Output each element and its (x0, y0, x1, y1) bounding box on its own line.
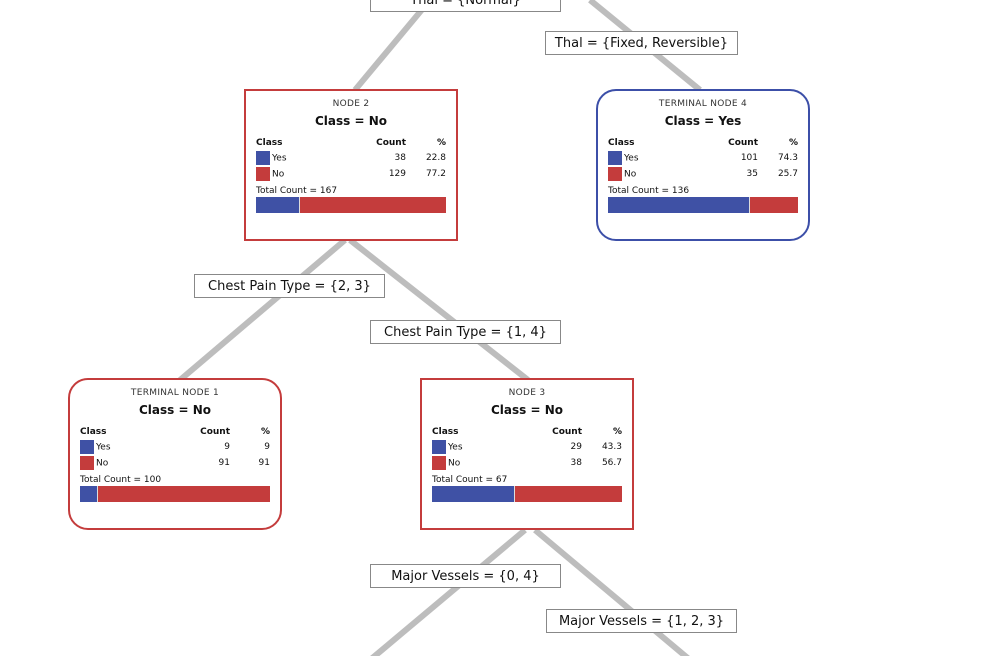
yes-swatch-icon (432, 440, 446, 454)
class-label: Yes (448, 442, 463, 453)
no-swatch-icon (608, 167, 622, 181)
total-count: Total Count = 167 (256, 186, 338, 196)
class-label: No (272, 169, 285, 180)
table-row: No 38 56.7 (432, 455, 622, 471)
class-label: Yes (272, 153, 287, 164)
no-swatch-icon (80, 456, 94, 470)
table-row: Yes 38 22.8 (256, 150, 446, 166)
class-label: Yes (624, 153, 639, 164)
bar-yes (80, 486, 99, 502)
edge (370, 527, 527, 656)
class-label: No (96, 458, 109, 469)
terminal-node-4[interactable]: TERMINAL NODE 4 Class = Yes Class Count% … (596, 89, 810, 241)
node-title: TERMINAL NODE 4 (658, 99, 748, 109)
total-count: Total Count = 100 (80, 475, 162, 485)
node-class: Class = Yes (664, 114, 742, 128)
pct: 77.2 (425, 169, 446, 179)
count: 29 (570, 442, 582, 452)
class-label: No (448, 458, 461, 469)
split-label-thal-normal: Thal = {Normal} (370, 0, 561, 12)
class-bar (608, 197, 798, 213)
bar-no (750, 197, 798, 213)
bar-no (300, 197, 446, 213)
header-pct: % (612, 427, 622, 437)
yes-swatch-icon (256, 151, 270, 165)
table-row: No 35 25.7 (608, 166, 798, 182)
bar-yes (608, 197, 751, 213)
bar-no (98, 486, 270, 502)
header-count: Count (200, 427, 230, 437)
pct: 74.3 (777, 153, 798, 163)
node-class: Class = No (491, 403, 563, 417)
table-row: Yes 101 74.3 (608, 150, 798, 166)
class-label: Yes (96, 442, 111, 453)
node-title: NODE 2 (332, 99, 370, 109)
header-class: Class (608, 138, 635, 148)
header-count: Count (728, 138, 758, 148)
header-class: Class (80, 427, 107, 437)
split-label-major-vessels-123: Major Vessels = {1, 2, 3} (546, 609, 737, 633)
yes-swatch-icon (80, 440, 94, 454)
split-label-major-vessels-04: Major Vessels = {0, 4} (370, 564, 561, 588)
count: 38 (394, 153, 406, 163)
bar-yes (256, 197, 301, 213)
no-swatch-icon (432, 456, 446, 470)
table-row: Yes 9 9 (80, 439, 270, 455)
header-count: Count (552, 427, 582, 437)
header-count: Count (376, 138, 406, 148)
node-title: NODE 3 (508, 388, 546, 398)
count: 129 (388, 169, 406, 179)
split-label-chest-pain-23: Chest Pain Type = {2, 3} (194, 274, 385, 298)
class-bar (256, 197, 446, 213)
count: 91 (218, 458, 230, 468)
no-swatch-icon (256, 167, 270, 181)
pct: 56.7 (601, 458, 622, 468)
class-bar (80, 486, 270, 502)
node-title: TERMINAL NODE 1 (130, 388, 220, 398)
pct: 22.8 (425, 153, 446, 163)
count: 9 (224, 442, 230, 452)
class-label: No (624, 169, 637, 180)
pct: 91 (258, 458, 270, 468)
edge (178, 237, 347, 383)
header-class: Class (432, 427, 459, 437)
edge (348, 237, 530, 383)
split-label-chest-pain-14: Chest Pain Type = {1, 4} (370, 320, 561, 344)
table-row: Yes 29 43.3 (432, 439, 622, 455)
total-count: Total Count = 136 (608, 186, 690, 196)
yes-swatch-icon (608, 151, 622, 165)
header-class: Class (256, 138, 283, 148)
count: 38 (570, 458, 582, 468)
edge (533, 527, 690, 656)
pct: 25.7 (777, 169, 798, 179)
header-pct: % (788, 138, 798, 148)
table-row: No 129 77.2 (256, 166, 446, 182)
total-count: Total Count = 67 (432, 475, 508, 485)
class-bar (432, 486, 622, 502)
node-class: Class = No (315, 114, 387, 128)
header-pct: % (260, 427, 270, 437)
count: 101 (740, 153, 758, 163)
split-label-thal-fixed: Thal = {Fixed, Reversible} (545, 31, 738, 55)
pct: 9 (264, 442, 270, 452)
table-row: No 91 91 (80, 455, 270, 471)
pct: 43.3 (601, 442, 622, 452)
count: 35 (746, 169, 758, 179)
terminal-node-1[interactable]: TERMINAL NODE 1 Class = No Class Count% Y… (68, 378, 282, 530)
edge (352, 0, 433, 92)
bar-no (515, 486, 622, 502)
node-class: Class = No (139, 403, 211, 417)
header-pct: % (436, 138, 446, 148)
bar-yes (432, 486, 516, 502)
